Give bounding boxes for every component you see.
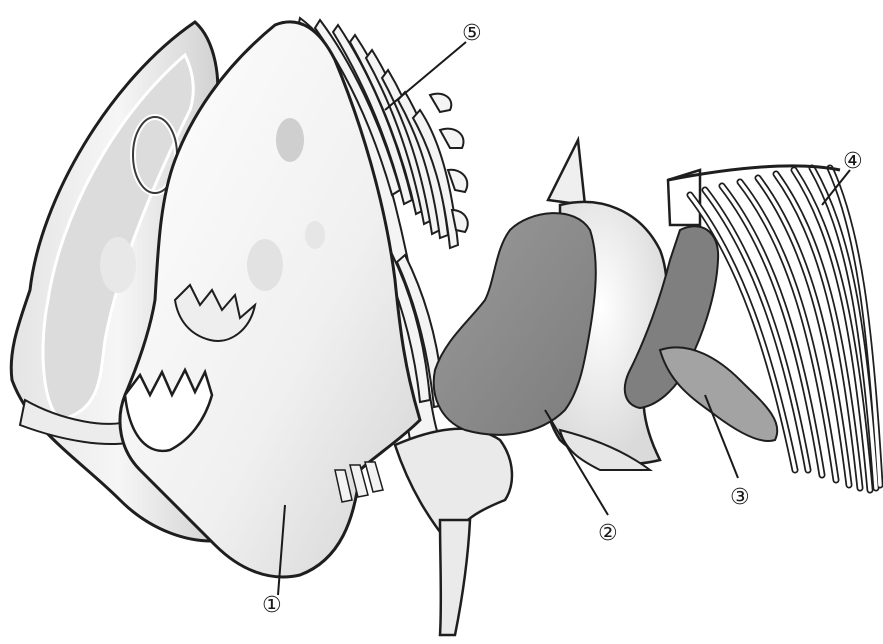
pectoral-fin (395, 429, 512, 635)
callout-2: ② (598, 521, 618, 546)
leader-line-5 (385, 42, 466, 110)
callout-5: ⑤ (462, 21, 482, 46)
callout-1: ① (262, 593, 282, 618)
callout-4: ④ (843, 149, 863, 174)
stomach-organ (434, 213, 596, 435)
callout-3: ③ (730, 485, 750, 510)
dorsal-spine (548, 140, 585, 205)
